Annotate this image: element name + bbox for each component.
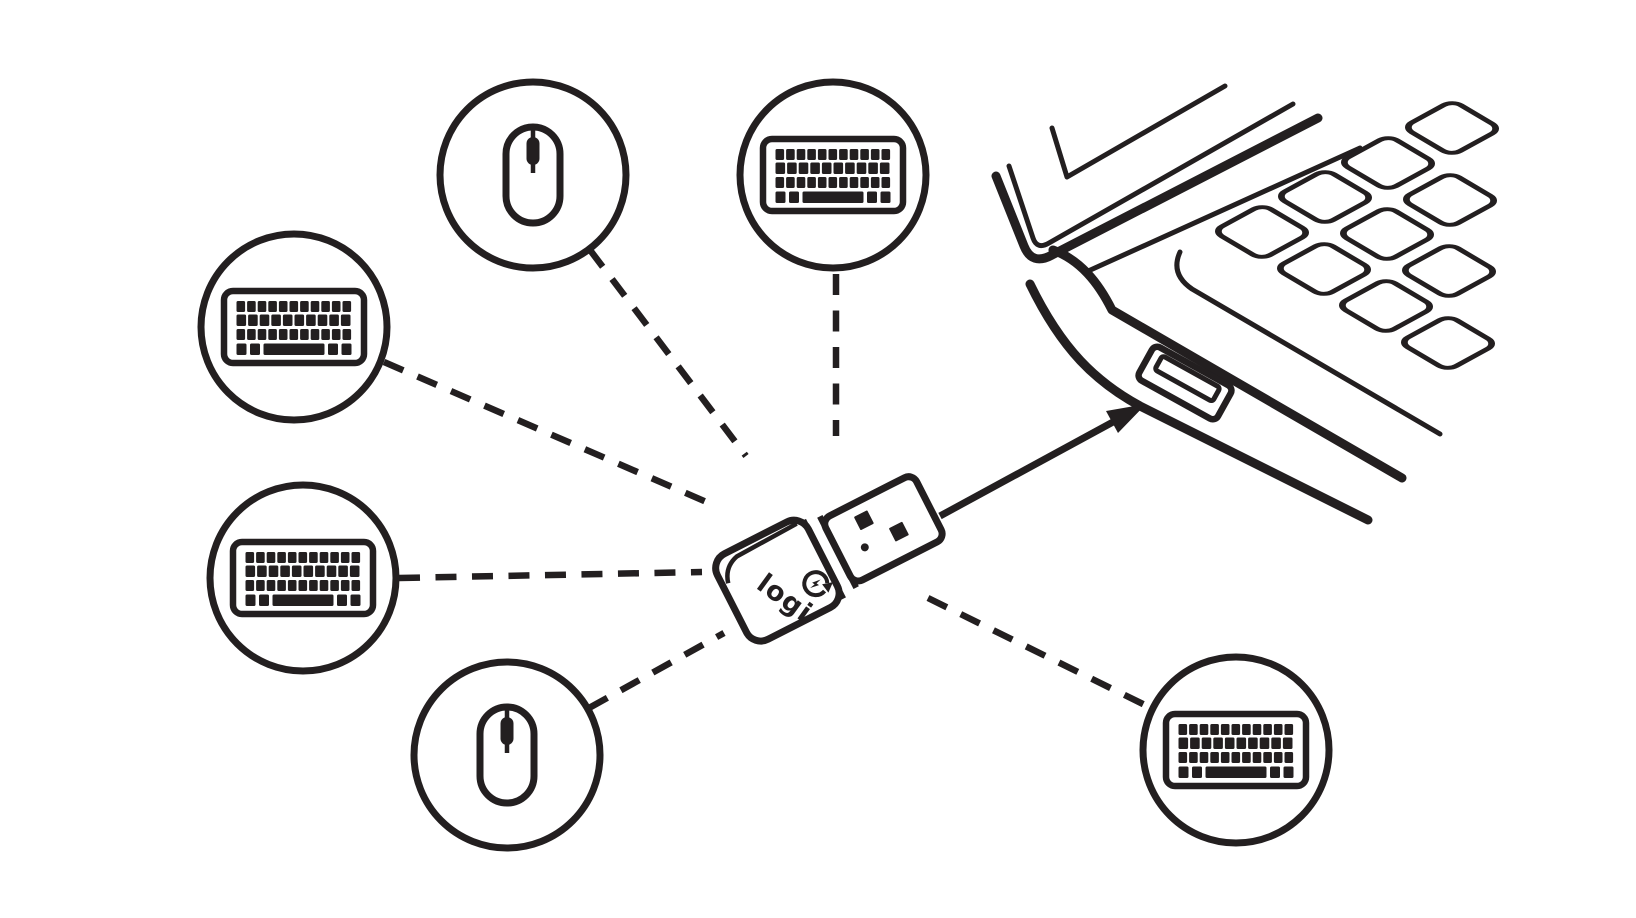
wireless-links <box>382 248 1153 711</box>
plug-in-arrow <box>938 404 1146 520</box>
laptop-deck-back-edge <box>1083 145 1363 275</box>
keyboard-icon <box>763 139 903 211</box>
receiver-cap: logi <box>712 516 843 645</box>
arrowhead <box>1106 404 1146 433</box>
mouse-icon <box>506 127 560 223</box>
link-keyboard-left-receiver <box>398 568 703 582</box>
receiver-usb-connector <box>821 473 946 585</box>
node-keyboard-top <box>740 82 926 268</box>
node-mouse-bottom <box>414 662 600 848</box>
link-receiver-keyboard-bottom-right <box>926 595 1153 711</box>
laptop-screen-corner-line <box>1049 83 1228 180</box>
keyboard-icon <box>233 542 373 614</box>
laptop-keycaps <box>1214 101 1500 370</box>
node-keyboard-upper-left <box>201 234 387 420</box>
mouse-icon <box>480 707 534 803</box>
laptop-lid-inner-edge <box>1006 101 1296 249</box>
usb-receiver: logi <box>712 473 946 645</box>
laptop-deck-top-edge <box>1048 245 1407 483</box>
link-keyboard-upper-left-receiver <box>382 359 720 510</box>
laptop-usb-port <box>1135 343 1235 423</box>
node-mouse-top <box>440 82 626 268</box>
keyboard-icon <box>224 291 364 363</box>
link-mouse-bottom-receiver <box>587 630 726 711</box>
laptop-illustration <box>991 83 1500 525</box>
node-keyboard-left <box>210 485 396 671</box>
node-keyboard-bottom-right <box>1143 657 1329 843</box>
laptop-lid-outer-edge <box>991 113 1323 264</box>
keyboard-icon <box>1166 714 1306 786</box>
laptop-keyboard-boundary <box>1174 249 1443 437</box>
link-mouse-top-receiver <box>587 248 749 458</box>
bolt-logo-icon <box>802 570 833 598</box>
laptop-deck-bottom-edge <box>1025 279 1373 525</box>
